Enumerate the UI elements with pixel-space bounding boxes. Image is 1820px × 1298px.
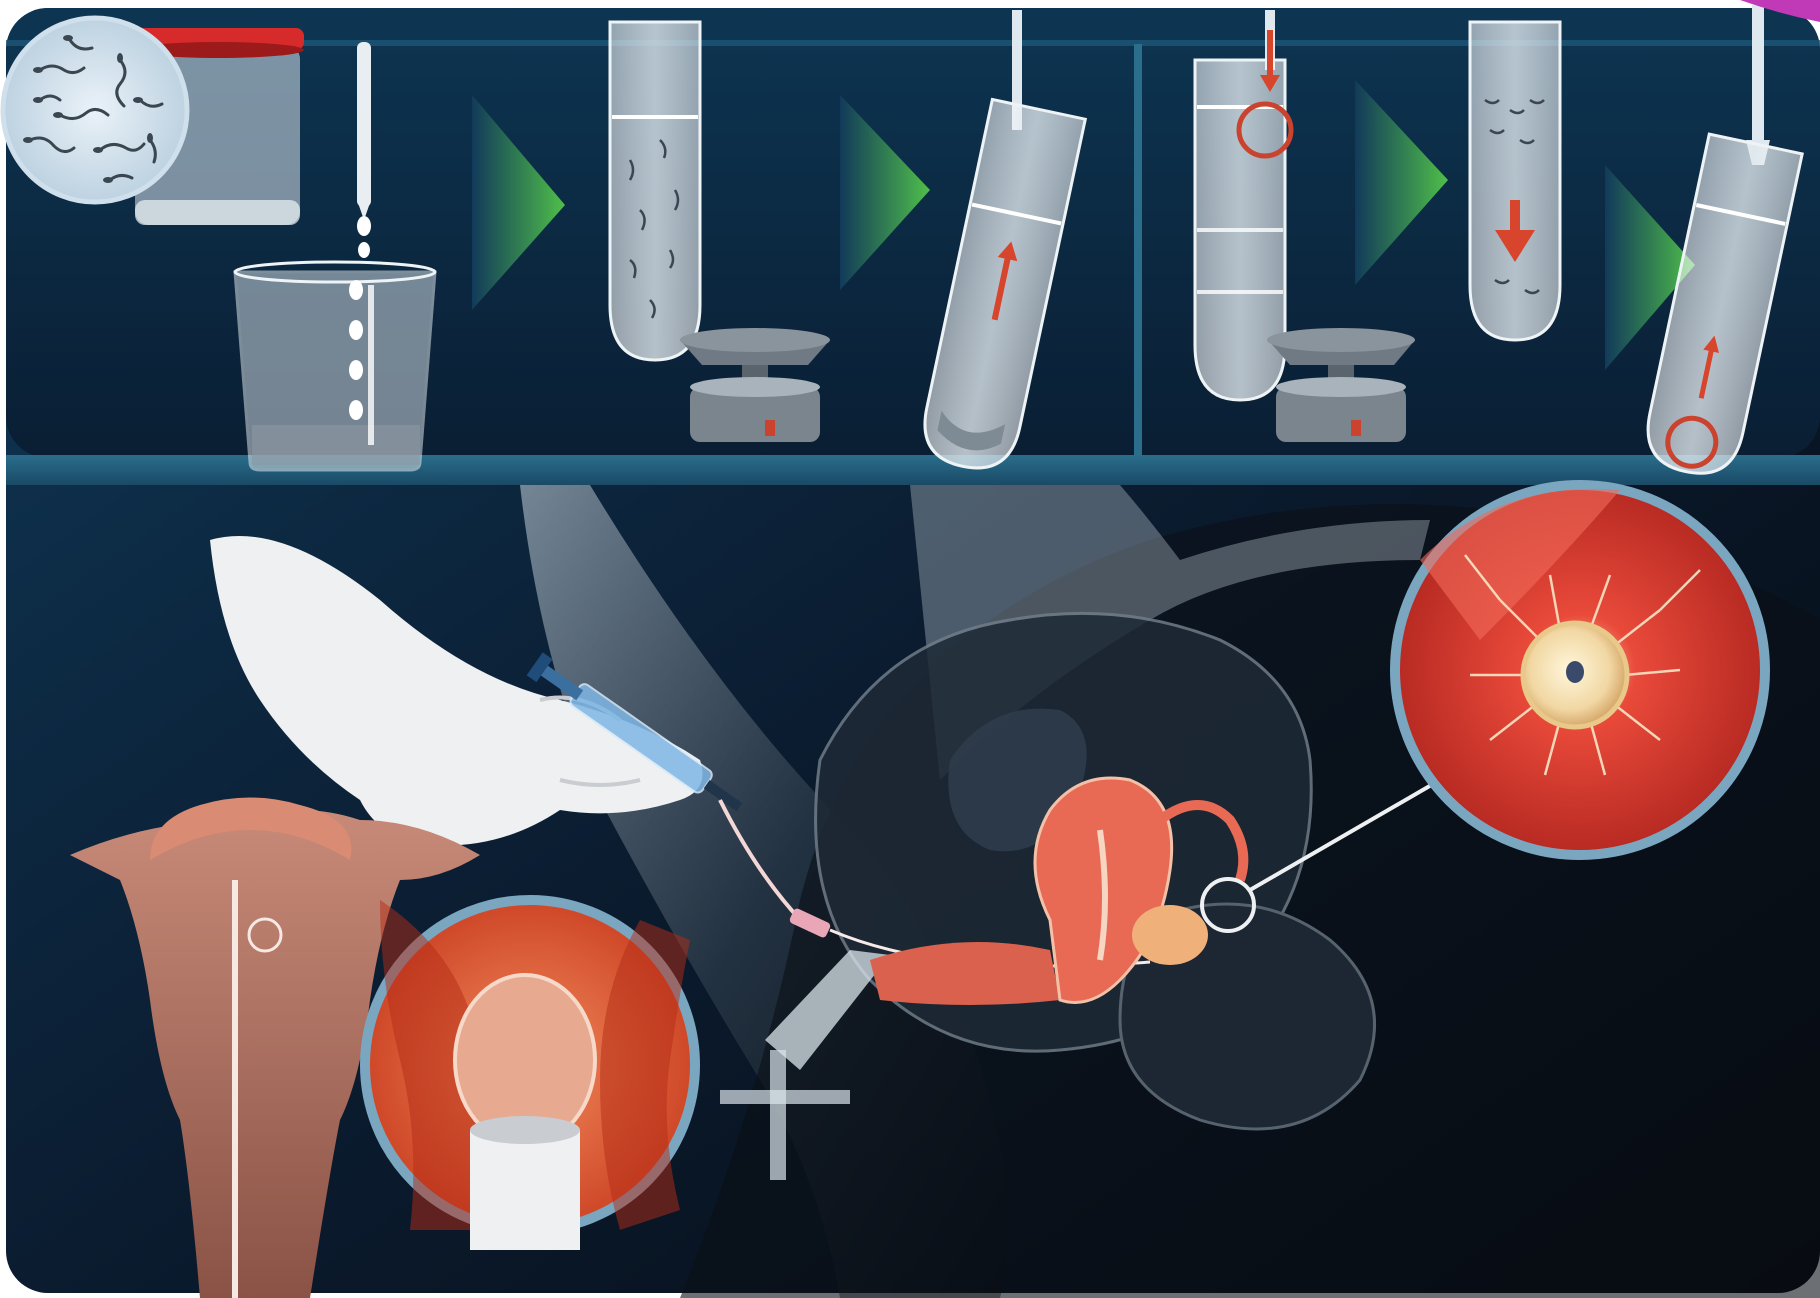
panel-divider <box>1134 44 1142 456</box>
beaker <box>235 262 435 470</box>
centrifuge-machine-2 <box>1267 328 1415 442</box>
tube-down-arrow <box>1470 22 1560 340</box>
egg-inset <box>1395 485 1765 855</box>
centrifuge-tube <box>610 22 700 360</box>
dropper <box>357 42 371 258</box>
magnified-sperm-circle <box>3 18 187 202</box>
uterine-cavity-inset <box>365 900 695 1250</box>
centrifuge-machine <box>680 328 830 442</box>
ovary <box>1132 905 1208 965</box>
